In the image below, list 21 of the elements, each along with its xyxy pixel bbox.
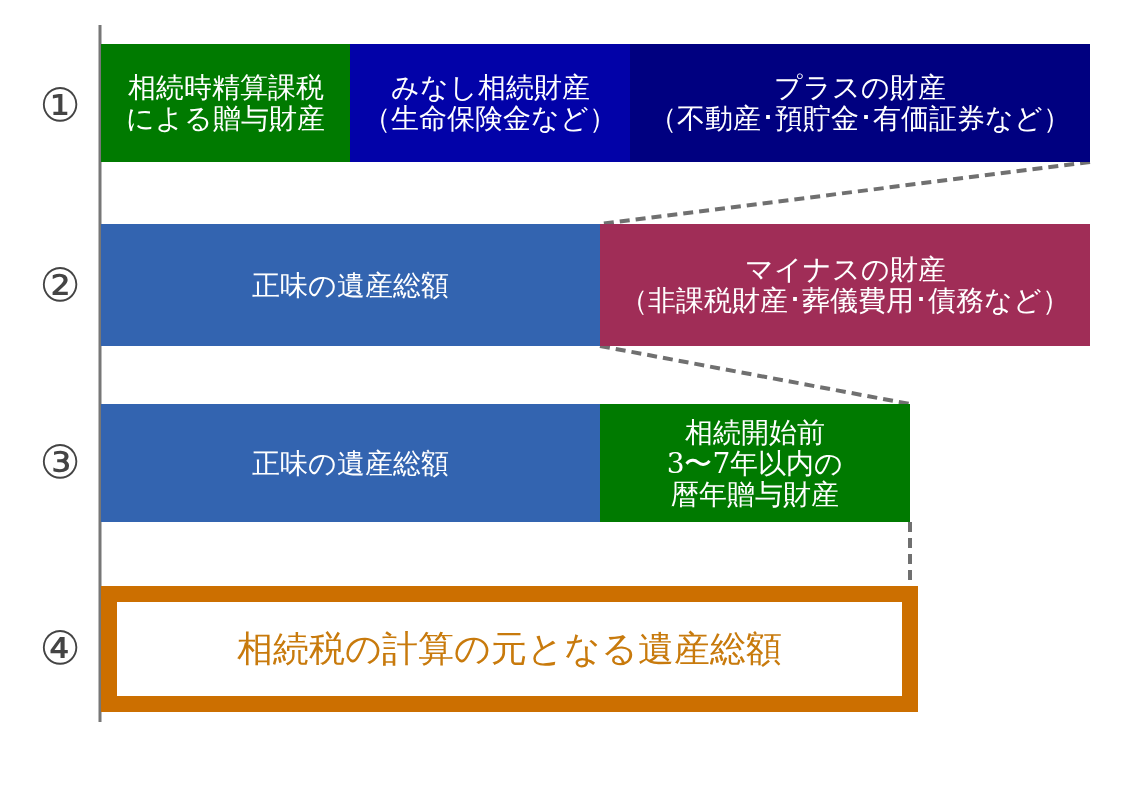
segment-label: 相続時精算課税による贈与財産 xyxy=(126,72,325,134)
step-number: ④ xyxy=(39,625,81,671)
segment-label: マイナスの財産（非課税財産･葬儀費用･債務など） xyxy=(620,254,1070,316)
bar-segment xyxy=(101,44,350,162)
bar-segment xyxy=(101,224,600,346)
segment-label: 正味の遺産総額 xyxy=(252,269,449,301)
segment-label: みなし相続財産（生命保険金など） xyxy=(363,72,617,134)
segment-label: プラスの財産（不動産･預貯金･有価証券など） xyxy=(649,72,1071,134)
bar-segment xyxy=(101,404,600,522)
bar-segment xyxy=(350,44,630,162)
segment-label: 正味の遺産総額 xyxy=(252,447,449,479)
step-number: ③ xyxy=(39,439,81,485)
segment-label: 相続開始前3〜7年以内の暦年贈与財産 xyxy=(666,416,844,510)
connector-line xyxy=(599,344,911,406)
bar-segment xyxy=(600,224,1090,346)
step-number: ① xyxy=(39,82,81,128)
result-frame xyxy=(101,586,918,712)
bar-segment xyxy=(630,44,1090,162)
step-number: ② xyxy=(39,262,81,308)
result-label: 相続税の計算の元となる遺産総額 xyxy=(237,629,782,669)
bar-segment xyxy=(600,404,910,522)
